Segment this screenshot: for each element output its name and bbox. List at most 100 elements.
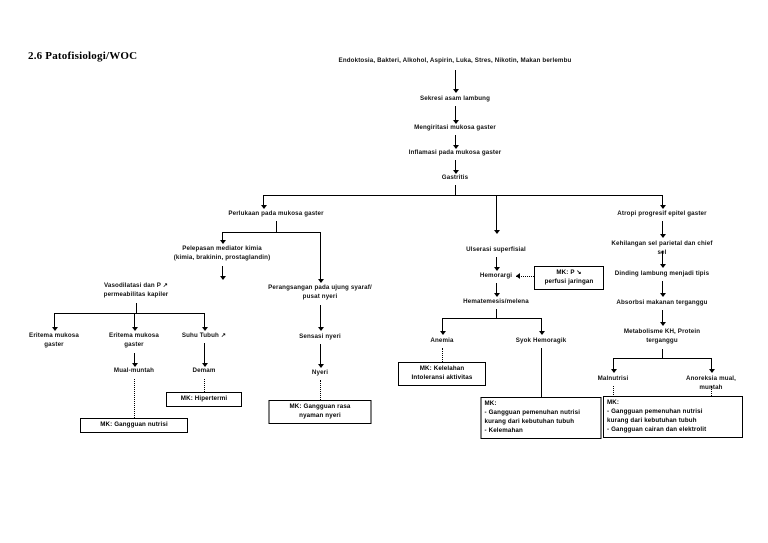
arrowhead-n11-n13 (201, 363, 208, 367)
node-metabolisme-terganggu: Metabolisme KH, Protein terganggu (623, 328, 701, 344)
node-inflamasi-mukosa-gaster: Inflamasi pada mukosa gaster (408, 149, 502, 156)
node-etiology: Endoktosia, Bakteri, Alkohol, Aspirin, L… (338, 57, 572, 64)
edge-perlukaan-stem (276, 221, 277, 232)
mk-box-nutrisi-kelemahan: MK: - Gangguan pemenuhan nutrisi kurang … (480, 397, 602, 439)
edge-n27-n28 (662, 221, 663, 237)
arrowhead-vaso-mid (131, 327, 138, 331)
edge-n33-n35 (711, 386, 712, 396)
edge-hematemesis-stem (496, 309, 497, 318)
arrowhead-n10-n12 (131, 363, 138, 367)
edge-n11-n13 (204, 343, 205, 366)
arrowhead-n27-n28 (659, 234, 666, 238)
node-kehilangan-sel-parietal: Kehilangan sel parietal dan chief sel (611, 240, 713, 256)
edge-n21-n22 (516, 276, 534, 277)
edge-perlukaan-left-drop (222, 232, 223, 243)
edge-n13-n15 (204, 379, 205, 392)
mk-box-gangguan-nutrisi: MK: Gangguan nutrisi (80, 418, 188, 433)
arrowhead-n2-n3 (452, 120, 459, 124)
arrowhead-n21-n23 (493, 293, 500, 297)
edge-metabolisme-left-drop (613, 358, 614, 372)
node-pelepasan-mediator-kimia: Pelepasan mediator kimia (kimia, brakini… (173, 245, 271, 261)
node-mual-muntah: Mual-muntah (113, 367, 155, 374)
arrowhead-gastritis-right (659, 205, 666, 209)
node-gastritis: Gastritis (441, 174, 469, 181)
edge-n17-n18 (320, 344, 321, 367)
node-vasodilatasi: Vasodilatasi dan P ↗ permeabilitas kapil… (103, 282, 169, 298)
edge-vaso-left-drop (54, 313, 55, 329)
edge-n24-n26 (442, 348, 443, 362)
node-perangsangan-ujung-syaraf: Perangsangan pada ujung syaraf/ pusat ny… (268, 284, 372, 300)
edge-hematemesis-bus (442, 318, 541, 319)
arrowhead-gastritis-mid (493, 230, 500, 234)
arrowhead-n30-n31 (659, 322, 666, 326)
edge-n12-n14 (134, 379, 135, 418)
node-absorbsi-makanan-terganggu: Absorbsi makanan terganggu (616, 299, 708, 306)
edge-gastritis-stem (455, 185, 456, 195)
arrowhead-gastritis-left (260, 205, 267, 209)
node-hematemesis-melena: Hematemesis/melena (463, 298, 529, 305)
node-anemia: Anemia (430, 337, 454, 344)
arrowhead-vaso-left (51, 327, 58, 331)
edge-vasodilatasi-stem (136, 303, 137, 313)
edge-gastritis-mid-drop (496, 195, 497, 233)
node-nyeri: Nyeri (311, 369, 329, 376)
edge-vasodilatasi-bus (54, 313, 204, 314)
edge-gastritis-left-drop (263, 195, 264, 208)
arrowhead-perlukaan-left (219, 240, 226, 244)
arrowhead-n16-n17 (317, 327, 324, 331)
node-eritema-mukosa-gaster-1: Eritema mukosa gaster (29, 332, 79, 348)
node-dinding-lambung-tipis: Dinding lambung menjadi tipis (614, 270, 710, 277)
node-suhu-tubuh: Suhu Tubuh ↗ (181, 332, 227, 339)
edge-perlukaan-bus (222, 232, 320, 233)
node-syok-hemoragik: Syok Hemoragik (515, 337, 567, 344)
edge-n20-n21 (496, 257, 497, 270)
edge-n25-n34 (541, 348, 542, 397)
arrowhead-hematemesis-right (538, 331, 545, 335)
node-ulserasi-superfisial: Ulserasi superfisial (466, 246, 526, 253)
node-demam: Demam (192, 367, 216, 374)
arrowhead-n17-n18 (317, 364, 324, 368)
edge-n7-n8 (222, 266, 223, 279)
edge-n21-n23 (496, 283, 497, 296)
arrowhead-n3-n4 (452, 145, 459, 149)
edge-metabolisme-right-drop (711, 358, 712, 372)
edge-metabolisme-bus (613, 358, 711, 359)
edge-n1-n2 (455, 70, 456, 92)
node-sekresi-asam-lambung: Sekresi asam lambung (419, 95, 491, 102)
edge-n28-n29 (662, 251, 663, 267)
edge-n10-n12 (134, 353, 135, 366)
node-hemorargi: Hemorargi (479, 272, 513, 279)
edge-hematemesis-right-drop (541, 318, 542, 334)
arrowhead-metabolisme-right (708, 369, 715, 373)
edge-hematemesis-left-drop (442, 318, 443, 334)
node-sensasi-nyeri: Sensasi nyeri (299, 333, 341, 340)
arrowhead-vaso-right (201, 327, 208, 331)
edge-n2-n3 (455, 106, 456, 123)
edge-n3-n4 (455, 135, 456, 148)
edge-gastritis-right-drop (662, 195, 663, 208)
node-eritema-mukosa-gaster-2: Eritema mukosa gaster (109, 332, 159, 348)
arrowhead-hematemesis-left (439, 331, 446, 335)
mk-box-kelelahan-intoleransi: MK: Kelelahan Intoleransi aktivitas (398, 362, 486, 386)
arrowhead-n4-n5 (452, 170, 459, 174)
edge-n32-n34 (613, 386, 614, 397)
mk-box-perfusi-jaringan: MK: P ↘ perfusi jaringan (534, 266, 604, 290)
mk-box-gangguan-rasa-nyaman-nyeri: MK: Gangguan rasa nyaman nyeri (268, 400, 372, 424)
arrowhead-n1-n2 (452, 89, 459, 93)
edge-n29-n30 (662, 281, 663, 296)
node-mengiritasi-mukosa-gaster: Mengiritasi mukosa gaster (414, 124, 496, 131)
edge-vaso-right-drop (204, 313, 205, 329)
node-malnutrisi: Malnutrisi (597, 375, 629, 382)
mk-box-hipertermi: MK: Hipertermi (166, 392, 242, 407)
edge-metabolisme-stem (662, 349, 663, 358)
arrowhead-n21-n22 (516, 273, 520, 279)
edge-n4-n5 (455, 160, 456, 173)
arrowhead-n7-n8 (219, 276, 226, 280)
arrowhead-n28-n29 (659, 264, 666, 268)
mk-box-nutrisi-cairan-elektrolit: MK: - Gangguan pemenuhan nutrisi kurang … (603, 396, 743, 438)
edge-gastritis-bus (263, 195, 662, 196)
arrowhead-perlukaan-right (317, 279, 324, 283)
arrowhead-n20-n21 (493, 267, 500, 271)
node-perlukaan-mukosa-gaster: Perlukaan pada mukosa gaster (228, 210, 324, 217)
